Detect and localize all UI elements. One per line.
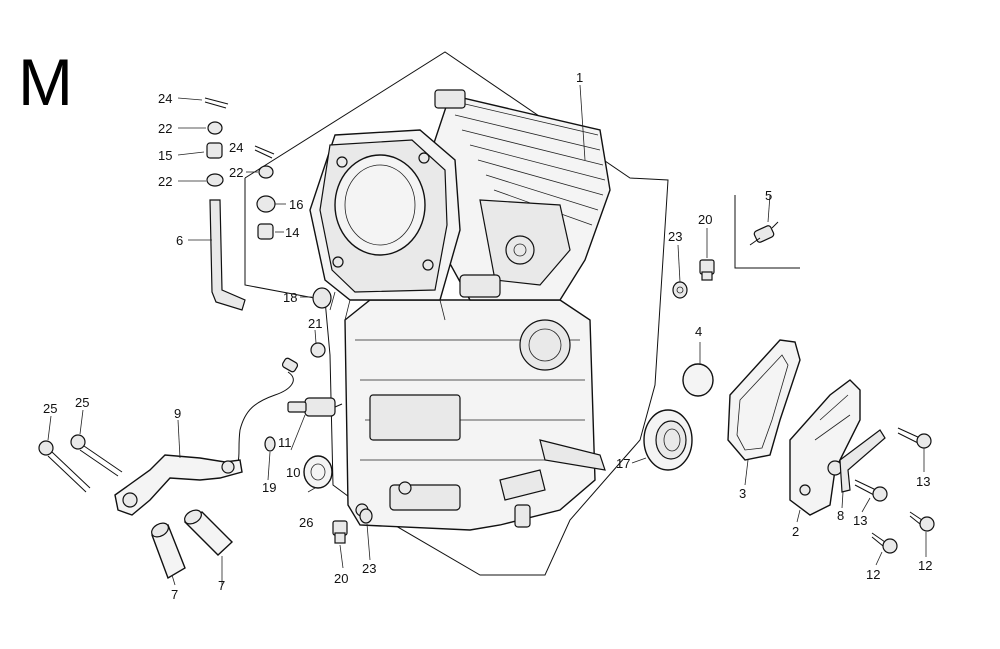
- oil-seal-26: [303, 455, 333, 489]
- oring-18: [312, 287, 332, 309]
- bolt-13-lower: [854, 479, 888, 502]
- callout-19: 19: [262, 480, 276, 495]
- washer-22-right: [258, 165, 274, 179]
- callout-20-top: 20: [698, 212, 712, 227]
- callout-5: 5: [765, 188, 772, 203]
- callout-25-left: 25: [43, 401, 57, 416]
- bolt-12-right: [909, 511, 935, 532]
- bolt-25-right: [70, 434, 123, 477]
- engine-cylinder-head: [414, 89, 611, 301]
- callout-17: 17: [616, 456, 630, 471]
- callout-7-right: 7: [218, 578, 225, 593]
- sensor-5: [749, 221, 779, 246]
- callout-13-upper: 13: [916, 474, 930, 489]
- washer-23-bottom: [359, 508, 373, 524]
- oil-switch-10: [287, 397, 343, 417]
- washer-23-top: [672, 281, 688, 299]
- callout-21: 21: [308, 316, 322, 331]
- callout-11: 11: [278, 435, 292, 450]
- engine-crankcase: [344, 299, 606, 531]
- plug-4: [682, 363, 714, 397]
- gasket-3: [727, 339, 801, 461]
- screw-24-top: [204, 97, 229, 109]
- callout-6: 6: [176, 233, 183, 248]
- callout-8: 8: [837, 508, 844, 523]
- side-cover-2: [789, 379, 861, 516]
- callout-18: 18: [283, 290, 297, 305]
- engine-cylinder-bore: [309, 129, 461, 321]
- oil-switch-wire: [237, 371, 294, 463]
- callout-3: 3: [739, 486, 746, 501]
- callout-22-top: 22: [158, 121, 172, 136]
- bracket-8: [839, 429, 886, 493]
- bolt-13-upper: [897, 427, 932, 449]
- washer-22-top: [207, 121, 223, 135]
- screw-24-right: [254, 145, 275, 159]
- rod-6: [209, 199, 246, 311]
- item5-bracket-line: [734, 195, 800, 269]
- collar-15: [206, 142, 223, 159]
- callout-7-left: 7: [171, 587, 178, 602]
- assembly-outline: [244, 51, 669, 576]
- leader-lines: [47, 84, 927, 586]
- callout-24-right: 24: [229, 140, 243, 155]
- callout-23-bottom: 23: [362, 561, 376, 576]
- oil-seal-17: [643, 409, 693, 471]
- washer-22-lower: [206, 173, 224, 187]
- plug-bolt-20-top: [699, 259, 715, 281]
- callout-25-right: 25: [75, 395, 89, 410]
- callout-20-bottom: 20: [334, 571, 348, 586]
- callout-12-left: 12: [866, 567, 880, 582]
- callout-24-top: 24: [158, 91, 172, 106]
- callout-10: 10: [286, 465, 300, 480]
- callout-2: 2: [792, 524, 799, 539]
- sleeve-7-right: [183, 509, 234, 556]
- callout-9: 9: [174, 406, 181, 421]
- callout-labels: 1 2 3 4 5 6 7 7 8 9 10 11 12 12 13 13 14…: [43, 70, 932, 602]
- callout-22-right: 22: [229, 165, 243, 180]
- callout-1: 1: [576, 70, 583, 85]
- washer-19: [264, 436, 276, 452]
- bolt-12-left: [871, 532, 898, 554]
- nut-16: [256, 195, 276, 213]
- callout-22-lower: 22: [158, 174, 172, 189]
- bolt-25-left: [38, 440, 91, 493]
- callout-12-right: 12: [918, 558, 932, 573]
- bracket-arm-9: [114, 454, 243, 516]
- callout-16: 16: [289, 197, 303, 212]
- sleeve-7-left: [151, 522, 186, 580]
- nut-21: [310, 342, 326, 358]
- callout-26: 26: [299, 515, 313, 530]
- callout-23-top: 23: [668, 229, 682, 244]
- collar-14: [257, 223, 274, 240]
- callout-4: 4: [695, 324, 702, 339]
- callout-13-lower: 13: [853, 513, 867, 528]
- section-letter: M: [18, 45, 73, 119]
- plug-bolt-20-bottom: [332, 520, 348, 544]
- callout-14: 14: [285, 225, 299, 240]
- callout-15: 15: [158, 148, 172, 163]
